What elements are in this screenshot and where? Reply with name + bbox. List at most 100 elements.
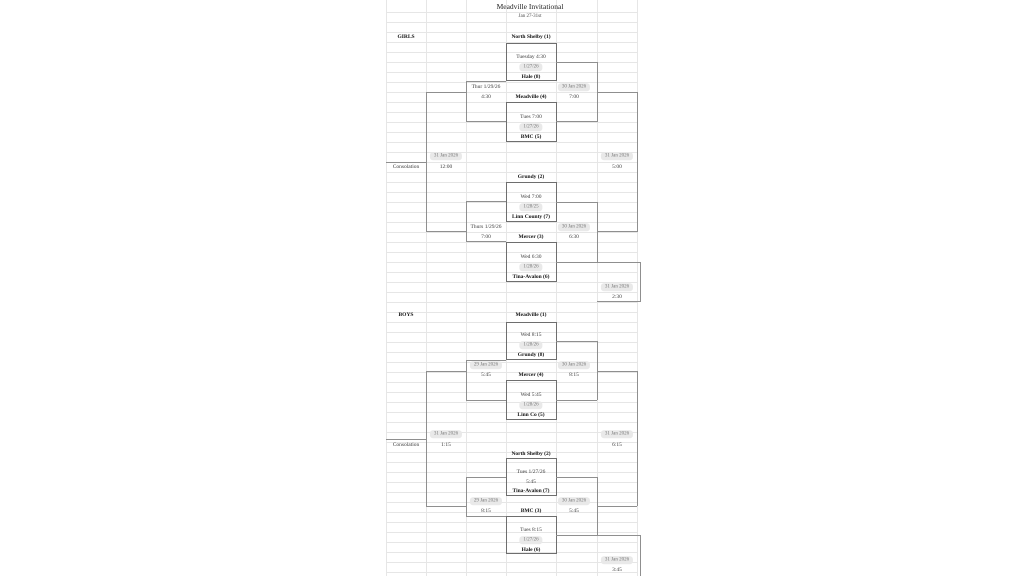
girls-match2-date-badge: 1/27/26 xyxy=(519,123,543,131)
bracket-line xyxy=(597,92,637,93)
boys-consolation-final-time: 1:15 xyxy=(441,442,451,448)
girls-semi1-date-badge: 30 Jan 2026 xyxy=(557,83,591,91)
grid-column-line xyxy=(386,0,387,576)
girls-match1-team2: Hale (8) xyxy=(521,74,541,80)
boys-third-place-date-badge: 31 Jan 2026 xyxy=(600,556,634,564)
boys-consolation-semi1-time: 5:45 xyxy=(481,372,491,378)
girls-match4-when: Wed 6:30 xyxy=(520,254,542,260)
bracket-line xyxy=(426,92,427,232)
bracket-line xyxy=(597,506,637,507)
girls-match3-date-badge: 1/28/25 xyxy=(519,203,543,211)
bracket-line xyxy=(466,477,467,516)
boys-consolation-semi1-date-badge: 29 Jan 2026 xyxy=(469,361,503,369)
grid-row-lines xyxy=(386,12,638,573)
boys-match2-date-badge: 1/28/26 xyxy=(519,401,543,409)
bracket-line xyxy=(556,262,641,263)
bracket-line xyxy=(466,81,506,82)
girls-match2-team1: Meadville (4) xyxy=(515,94,547,100)
girls-consolation-semi1-time: 4:30 xyxy=(481,94,491,100)
girls-consolation-final-date-badge: 31 Jan 2026 xyxy=(429,152,463,160)
girls-semi2-time: 6:30 xyxy=(569,234,579,240)
tournament-date-range: Jan 27-31st xyxy=(518,14,542,19)
boys-consolation-semi2-time: 8:15 xyxy=(481,508,491,514)
girls-third-place-date-badge: 31 Jan 2026 xyxy=(600,283,634,291)
boys-match1-when: Wed 8:15 xyxy=(520,332,542,338)
bracket-line xyxy=(556,477,597,478)
bracket-line xyxy=(466,241,506,242)
bracket-line xyxy=(597,371,637,372)
girls-section-label: GIRLS xyxy=(397,34,415,40)
bracket-line xyxy=(637,92,638,232)
bracket-line xyxy=(426,371,466,372)
girls-championship-time: 5:00 xyxy=(612,164,622,170)
girls-consolation-semi2-date: Thurs 1/29/26 xyxy=(470,224,502,230)
boys-championship-date-badge: 31 Jan 2026 xyxy=(600,430,634,438)
bracket-line xyxy=(386,439,426,440)
bracket-line xyxy=(556,341,597,342)
boys-match4-team2: Hale (6) xyxy=(521,547,541,553)
girls-consolation-semi2-time: 7:00 xyxy=(481,234,491,240)
boys-consolation-final-date-badge: 31 Jan 2026 xyxy=(429,430,463,438)
boys-section-label: BOYS xyxy=(398,312,414,318)
bracket-line xyxy=(426,506,466,507)
bracket-line xyxy=(466,201,506,202)
bracket-line xyxy=(466,360,506,361)
girls-match4-team1: Mercer (3) xyxy=(518,234,544,240)
girls-match1-team1: North Shelby (1) xyxy=(511,34,551,40)
boys-match2-team1: Mercer (4) xyxy=(518,372,544,378)
girls-consolation-final-time: 12:00 xyxy=(439,164,453,170)
bracket-line xyxy=(426,231,466,232)
bracket-line xyxy=(386,162,426,163)
girls-third-place-time: 2:30 xyxy=(612,294,622,300)
grid-column-line xyxy=(637,0,638,576)
boys-match3-team2: Tina-Avalon (7) xyxy=(512,488,550,494)
grid-column-line xyxy=(506,0,507,576)
boys-semi2-date-badge: 30 Jan 2026 xyxy=(557,497,591,505)
boys-match1-date-badge: 1/28/26 xyxy=(519,341,543,349)
bracket-line xyxy=(466,400,506,401)
girls-match3-when: Wed 7:00 xyxy=(520,194,542,200)
boys-match4-date-badge: 1/27/26 xyxy=(519,536,543,544)
girls-match4-date-badge: 1/28/26 xyxy=(519,263,543,271)
girls-consolation-label: Consolation xyxy=(392,164,420,170)
bracket-line xyxy=(556,400,597,401)
bracket-line xyxy=(556,62,597,63)
girls-consolation-semi1-date: Thur 1/29/26 xyxy=(471,84,501,90)
boys-championship-time: 6:15 xyxy=(612,442,622,448)
girls-match1-date-badge: 1/27/26 xyxy=(519,63,543,71)
grid-column-line xyxy=(466,0,467,576)
girls-semi1-time: 7:00 xyxy=(569,94,579,100)
bracket-line xyxy=(466,201,467,242)
girls-match4-team2: Tina-Avalon (6) xyxy=(512,274,550,280)
boys-match3-team1: North Shelby (2) xyxy=(511,451,551,457)
bracket-line xyxy=(597,301,641,302)
boys-match4-when: Tues 8:15 xyxy=(520,527,542,533)
tournament-title: Meadville Invitational xyxy=(496,2,564,11)
boys-semi2-time: 5:45 xyxy=(569,508,579,514)
bracket-line xyxy=(466,360,467,400)
boys-match2-team2: Linn Co (5) xyxy=(517,412,545,418)
boys-consolation-label: Consolation xyxy=(392,442,420,448)
bracket-line xyxy=(640,262,641,302)
girls-match3-team1: Grundy (2) xyxy=(517,174,545,180)
boys-semi1-date-badge: 30 Jan 2026 xyxy=(557,361,591,369)
bracket-line xyxy=(466,121,506,122)
boys-match3-when: Tues 1/27/26 xyxy=(516,469,546,475)
boys-match2-when: Wed 5:45 xyxy=(520,392,542,398)
grid-column-line xyxy=(597,0,598,576)
bracket-line xyxy=(466,81,467,122)
boys-match3-time: 5:45 xyxy=(526,479,536,485)
bracket-line xyxy=(466,477,506,478)
bracket-line xyxy=(597,341,598,400)
bracket-line xyxy=(556,121,597,122)
girls-match2-when: Tues 7:00 xyxy=(520,114,542,120)
boys-match1-team2: Grundy (8) xyxy=(517,352,545,358)
boys-consolation-semi2-date-badge: 29 Jan 2026 xyxy=(469,497,503,505)
grid-column-line xyxy=(556,0,557,576)
bracket-line xyxy=(426,92,466,93)
bracket-line xyxy=(426,371,427,506)
girls-semi2-date-badge: 30 Jan 2026 xyxy=(557,223,591,231)
girls-championship-date-badge: 31 Jan 2026 xyxy=(600,152,634,160)
bracket-line xyxy=(597,202,598,263)
